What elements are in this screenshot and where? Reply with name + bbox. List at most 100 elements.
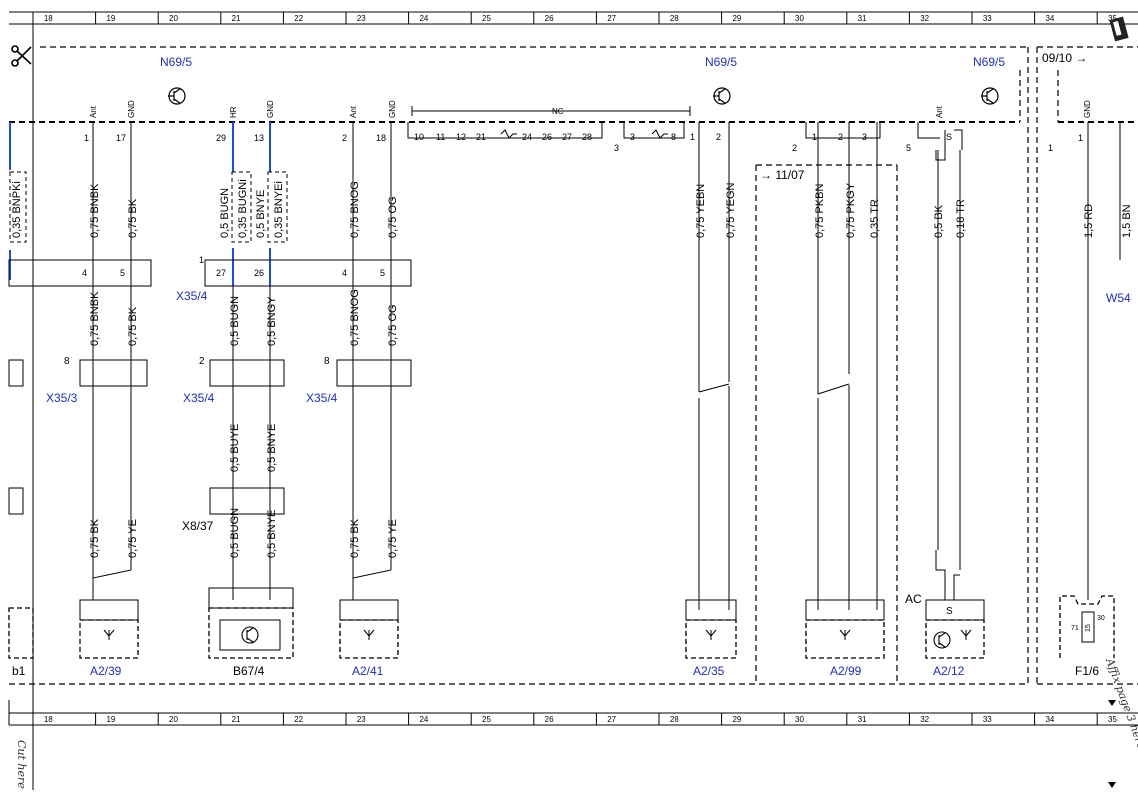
svg-text:5: 5 bbox=[120, 268, 125, 278]
antenna-icon bbox=[103, 629, 972, 640]
revision-label: 09/10 → bbox=[1042, 51, 1087, 65]
ruler-number: 35 bbox=[1108, 715, 1117, 724]
wire-label: 1,5 BN bbox=[1121, 204, 1133, 238]
wire-label: 0,75 PKBN bbox=[814, 184, 826, 238]
component-label: A2/99 bbox=[830, 664, 862, 678]
wire-label: 0,75 BNOG bbox=[349, 289, 361, 346]
svg-text:3: 3 bbox=[630, 132, 635, 142]
connector-label: X35/4 bbox=[176, 289, 208, 303]
ruler-number: 18 bbox=[44, 14, 53, 23]
component-labels: b1 A2/39 B67/4 A2/41 A2/35 A2/99 A2/12 F… bbox=[12, 132, 1105, 678]
svg-text:24: 24 bbox=[522, 132, 532, 142]
ruler-number: 23 bbox=[357, 715, 366, 724]
ruler-number: 30 bbox=[795, 14, 804, 23]
wire-label: 0,75 BNOG bbox=[349, 181, 361, 238]
pen-icon bbox=[1109, 16, 1129, 42]
svg-text:2: 2 bbox=[792, 143, 797, 153]
ruler-number: 32 bbox=[920, 14, 929, 23]
scissors-icon bbox=[11, 45, 32, 67]
ruler-number: 27 bbox=[607, 715, 616, 724]
bottom-ruler bbox=[9, 712, 1138, 726]
transistor-icon bbox=[981, 87, 999, 105]
connector-labels: X35/4 X35/3 X35/4 X35/4 X8/37 W54 1 8 2 … bbox=[46, 255, 1131, 533]
connector-bars bbox=[8, 259, 412, 515]
svg-text:13: 13 bbox=[254, 133, 264, 143]
svg-text:10: 10 bbox=[414, 132, 424, 142]
component-boxes bbox=[8, 587, 1115, 659]
svg-text:S: S bbox=[946, 606, 953, 617]
nc-bracket bbox=[411, 106, 691, 116]
connector-label: X8/37 bbox=[182, 519, 214, 533]
ruler-number: 29 bbox=[732, 14, 741, 23]
svg-text:18: 18 bbox=[376, 133, 386, 143]
svg-text:2: 2 bbox=[342, 133, 347, 143]
component-label: A2/41 bbox=[352, 664, 384, 678]
svg-text:1: 1 bbox=[1048, 143, 1053, 153]
svg-text:2: 2 bbox=[838, 132, 843, 142]
svg-text:1: 1 bbox=[199, 255, 204, 265]
component-label: A2/35 bbox=[693, 664, 725, 678]
wire-label: 0,75 BK bbox=[127, 198, 139, 238]
ruler-number: 27 bbox=[607, 14, 616, 23]
nc-pin-numbers: 10 11 12 21 24 26 27 28 3 8 1 2 1 2 3 3 … bbox=[414, 132, 1053, 153]
wire-label: 0,5 BNYE bbox=[255, 190, 267, 238]
nc-breaks bbox=[407, 122, 940, 139]
cut-here-label: Cut here bbox=[15, 740, 28, 789]
wire-label: 0,5 BNYE bbox=[266, 424, 278, 472]
module-boundaries bbox=[9, 46, 1138, 685]
svg-text:3: 3 bbox=[614, 143, 619, 153]
svg-text:1: 1 bbox=[812, 132, 817, 142]
wire-label: 0,5 BUGN bbox=[229, 296, 241, 346]
module-label: N69/5 bbox=[160, 55, 192, 69]
module-label: N69/5 bbox=[973, 55, 1005, 69]
svg-text:S: S bbox=[946, 132, 952, 142]
wire-label: 0,75 OG bbox=[387, 196, 399, 238]
svg-text:12: 12 bbox=[456, 132, 466, 142]
revision-label: → 11/07 bbox=[760, 168, 805, 182]
ruler-number: 18 bbox=[44, 715, 53, 724]
wire-label: 0,18 TR bbox=[955, 199, 967, 238]
ruler-number: 21 bbox=[232, 14, 241, 23]
inline-boxes bbox=[9, 171, 288, 243]
wire-label: 0,75 YE bbox=[127, 519, 139, 558]
ruler-number: 26 bbox=[545, 715, 554, 724]
component-label: A2/39 bbox=[90, 664, 122, 678]
wire-label: 0,5 BUGN bbox=[229, 508, 241, 558]
wire-label: 0,75 BK bbox=[127, 306, 139, 346]
svg-text:1: 1 bbox=[1078, 133, 1083, 143]
wire-label: 0,5 BNGY bbox=[266, 296, 278, 346]
svg-text:8: 8 bbox=[324, 356, 330, 367]
component-label: A2/12 bbox=[933, 664, 965, 678]
ruler-number: 31 bbox=[858, 715, 867, 724]
svg-text:71: 71 bbox=[1071, 625, 1079, 632]
wire-label: 0,75 YE bbox=[387, 519, 399, 558]
svg-text:8: 8 bbox=[671, 132, 676, 142]
wire-label: 0,75 BK bbox=[349, 518, 361, 558]
wire-label: 0,35 BNPKi bbox=[11, 181, 23, 238]
wire-label: 0,5 BK bbox=[933, 204, 945, 238]
transistor-icon bbox=[241, 626, 951, 649]
ruler-number: 32 bbox=[920, 715, 929, 724]
top-pin-labels: Ant GND HR GND Ant GND Ant GND bbox=[89, 100, 1092, 118]
pin-label: GND bbox=[388, 100, 397, 118]
component-label: b1 bbox=[12, 664, 26, 678]
ruler-number: 33 bbox=[983, 715, 992, 724]
pin-label: HR bbox=[229, 106, 238, 118]
connector-label: X35/4 bbox=[306, 391, 338, 405]
wire-label: 0,75 YEGN bbox=[725, 183, 737, 238]
svg-text:1: 1 bbox=[84, 133, 89, 143]
wire-label: 0,75 BK bbox=[89, 518, 101, 558]
ruler-number: 19 bbox=[106, 715, 115, 724]
svg-text:4: 4 bbox=[342, 268, 347, 278]
svg-text:26: 26 bbox=[542, 132, 552, 142]
connector-label: X35/3 bbox=[46, 391, 78, 405]
arrow-down-icon bbox=[1108, 782, 1116, 788]
transistor-icon bbox=[713, 87, 731, 105]
nc-label: NC bbox=[552, 107, 564, 116]
svg-text:15: 15 bbox=[1085, 624, 1092, 632]
svg-text:1: 1 bbox=[690, 132, 695, 142]
affix-label: Affix page 3 here bbox=[1103, 656, 1138, 752]
top-pin-numbers: 1 17 29 13 2 18 1 bbox=[84, 133, 1083, 143]
